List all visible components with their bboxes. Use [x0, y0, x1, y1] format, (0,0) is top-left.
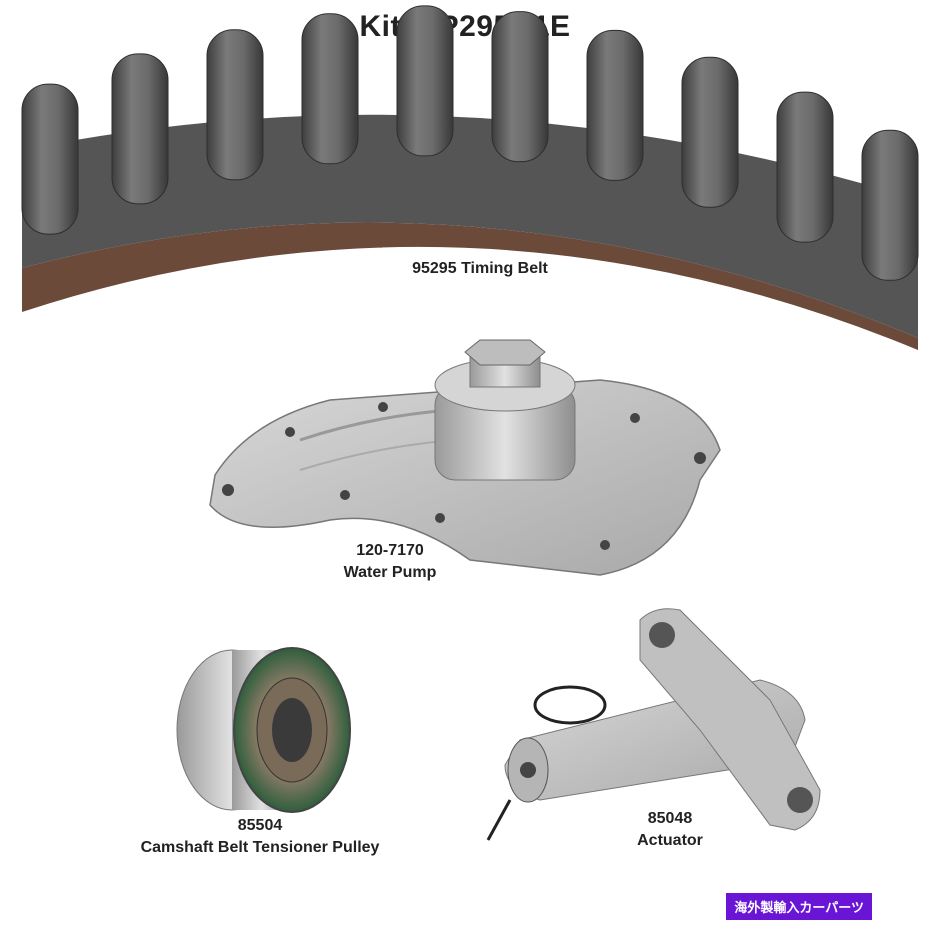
belt-tooth — [111, 53, 169, 205]
part-number-85504: 85504 — [237, 817, 283, 834]
actuator-label: 85048 Actuator — [600, 808, 740, 852]
water-pump — [209, 339, 721, 576]
tensioner-pulley — [176, 647, 351, 813]
belt-tooth — [776, 91, 834, 243]
belt-tooth — [861, 129, 919, 281]
actuator — [486, 608, 821, 841]
pulley-label: 85504 Camshaft Belt Tensioner Pulley — [90, 815, 430, 859]
water-pump-label: 120-7170 Water Pump — [300, 540, 480, 584]
part-number-120-7170: 120-7170 — [356, 542, 424, 559]
part-number-95295: 95295 — [412, 260, 457, 277]
belt-tooth — [491, 11, 549, 163]
belt-tooth — [586, 29, 644, 181]
part-number-85048: 85048 — [647, 810, 693, 827]
belt-tooth — [206, 29, 264, 181]
part-name-water-pump: Water Pump — [343, 564, 437, 581]
part-name-camshaft-pulley: Camshaft Belt Tensioner Pulley — [140, 839, 380, 856]
part-name-actuator: Actuator — [637, 832, 703, 849]
belt-tooth — [681, 56, 739, 208]
import-parts-badge: 海外製輸入カーパーツ — [726, 893, 872, 920]
timing-belt — [21, 5, 919, 350]
belt-tooth — [21, 83, 79, 235]
part-name-timing-belt: Timing Belt — [461, 260, 548, 277]
belt-tooth — [301, 13, 359, 165]
timing-belt-label: 95295 Timing Belt — [330, 258, 630, 280]
belt-tooth — [396, 5, 454, 157]
